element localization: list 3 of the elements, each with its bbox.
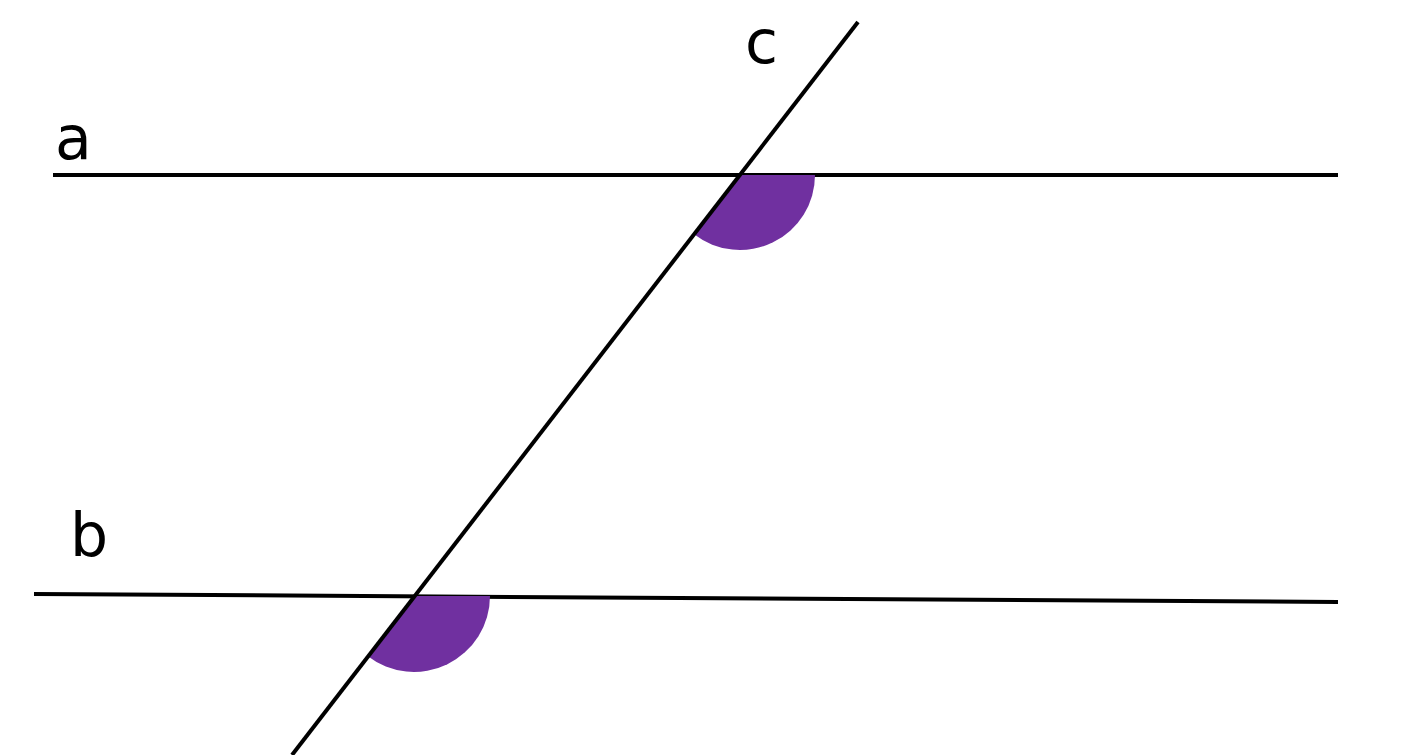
line-label: a <box>55 108 92 168</box>
line-label: c <box>745 12 778 72</box>
line-label: b <box>70 505 109 565</box>
